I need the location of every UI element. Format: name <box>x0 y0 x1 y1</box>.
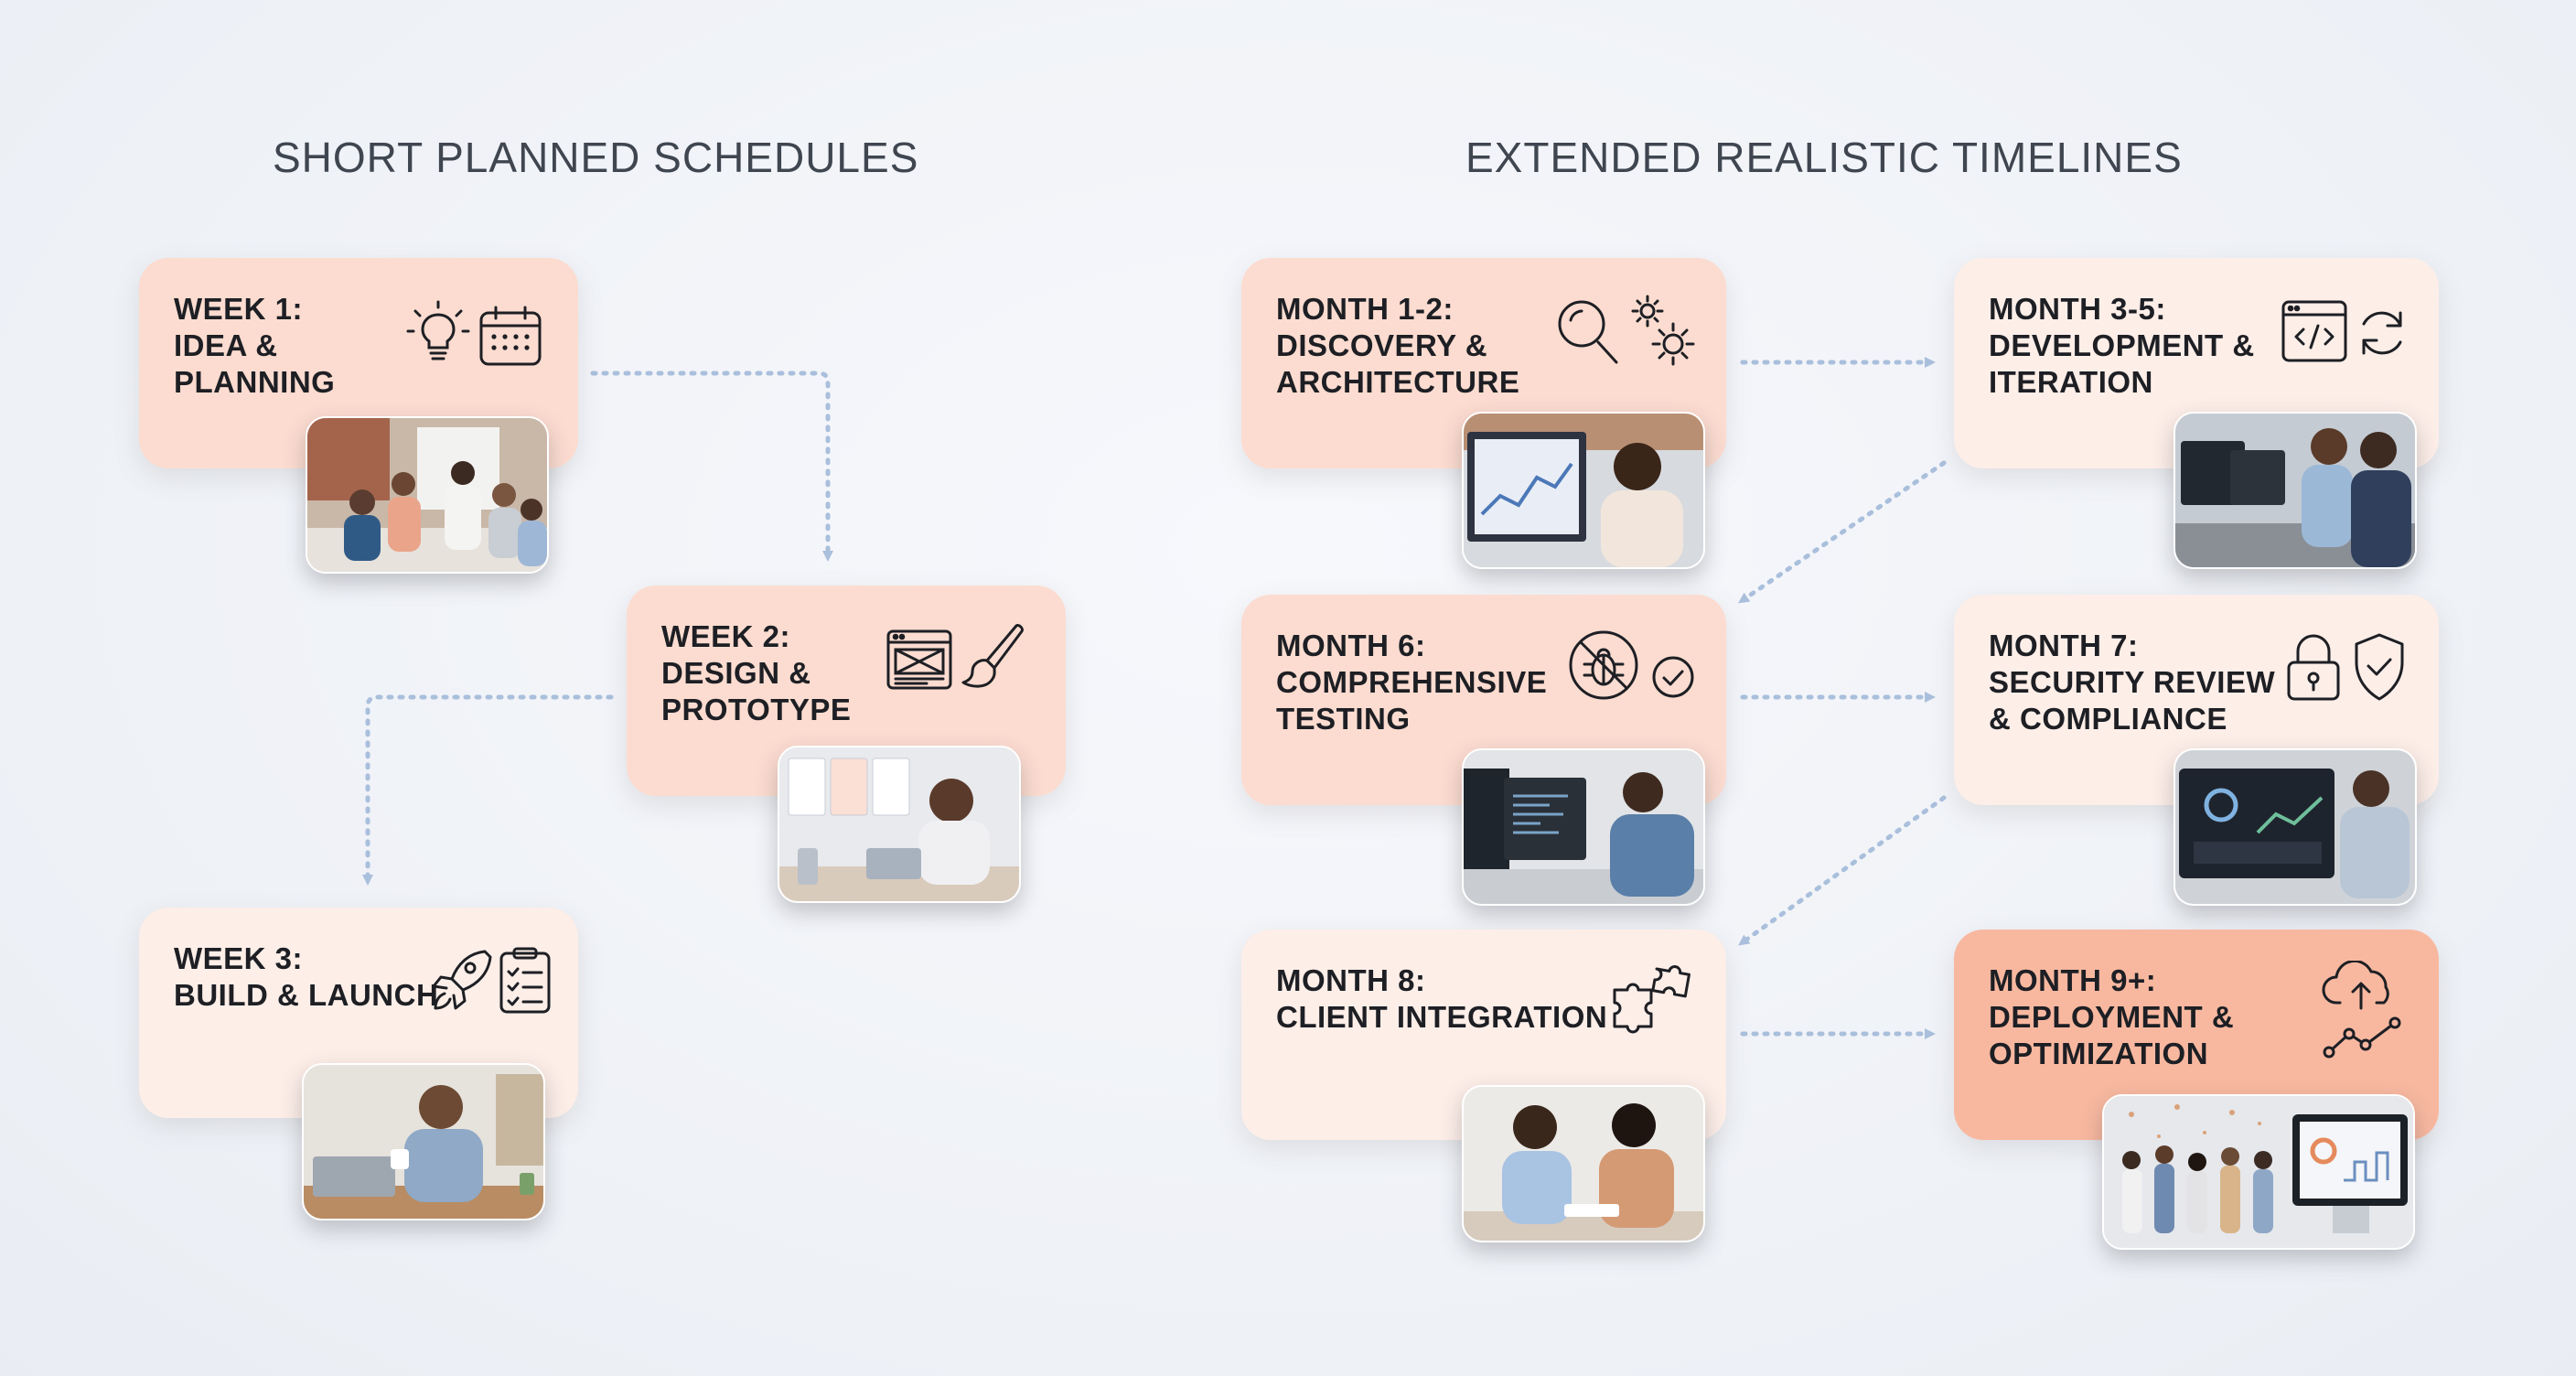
bug-icon <box>1566 628 1641 703</box>
checklist-icon <box>498 946 553 1016</box>
card-label: MONTH 7: SECURITY REVIEW & COMPLIANCE <box>1989 629 2276 736</box>
padlock-icon <box>2285 631 2342 703</box>
paintbrush-icon <box>960 620 1024 693</box>
presenter-dashboard-photo <box>1462 412 1705 569</box>
card-label: WEEK 3: BUILD & LAUNCH <box>174 941 439 1012</box>
card-label: MONTH 8: CLIENT INTEGRATION <box>1276 963 1608 1034</box>
team-brainstorm-photo <box>306 416 549 574</box>
connector-m35-m6 <box>1738 460 1947 604</box>
connector-week1-week2 <box>590 371 833 562</box>
gears-icon <box>1626 293 1699 370</box>
connector-m7-m8 <box>1738 795 1947 946</box>
refresh-icon <box>2355 306 2410 360</box>
code-window-icon <box>2280 298 2349 364</box>
designer-tablet-photo <box>778 746 1021 903</box>
magnifier-icon <box>1552 293 1626 370</box>
lightbulb-icon <box>404 298 472 366</box>
card-label: WEEK 2: DESIGN & PROTOTYPE <box>661 619 852 726</box>
card-label: WEEK 1: IDEA & PLANNING <box>174 292 336 399</box>
rocket-icon <box>428 946 492 1014</box>
puzzle-icon <box>1609 962 1693 1043</box>
shield-icon <box>2351 631 2408 703</box>
section-title-extended: EXTENDED REALISTIC TIMELINES <box>1465 134 2183 181</box>
developer-laptop-photo <box>302 1063 545 1220</box>
check-circle-icon <box>1651 655 1695 699</box>
section-title-short: SHORT PLANNED SCHEDULES <box>273 134 919 181</box>
calendar-icon <box>478 304 543 368</box>
dev-pair-photo <box>2174 412 2417 569</box>
connector-week2-week3 <box>362 694 614 886</box>
team-celebration-photo <box>2102 1094 2415 1250</box>
card-label: MONTH 1-2: DISCOVERY & ARCHITECTURE <box>1276 292 1520 399</box>
cloud-upload-icon <box>2320 961 2402 1012</box>
client-meeting-photo <box>1462 1085 1705 1242</box>
card-label: MONTH 3-5: DEVELOPMENT & ITERATION <box>1989 292 2255 399</box>
trend-line-icon <box>2322 1016 2404 1059</box>
card-label: MONTH 6: COMPREHENSIVE TESTING <box>1276 629 1548 736</box>
wireframe-icon <box>885 626 954 695</box>
card-label: MONTH 9+: DEPLOYMENT & OPTIMIZATION <box>1989 963 2235 1070</box>
tester-headset-photo <box>1462 748 1705 906</box>
security-monitor-photo <box>2174 748 2417 906</box>
